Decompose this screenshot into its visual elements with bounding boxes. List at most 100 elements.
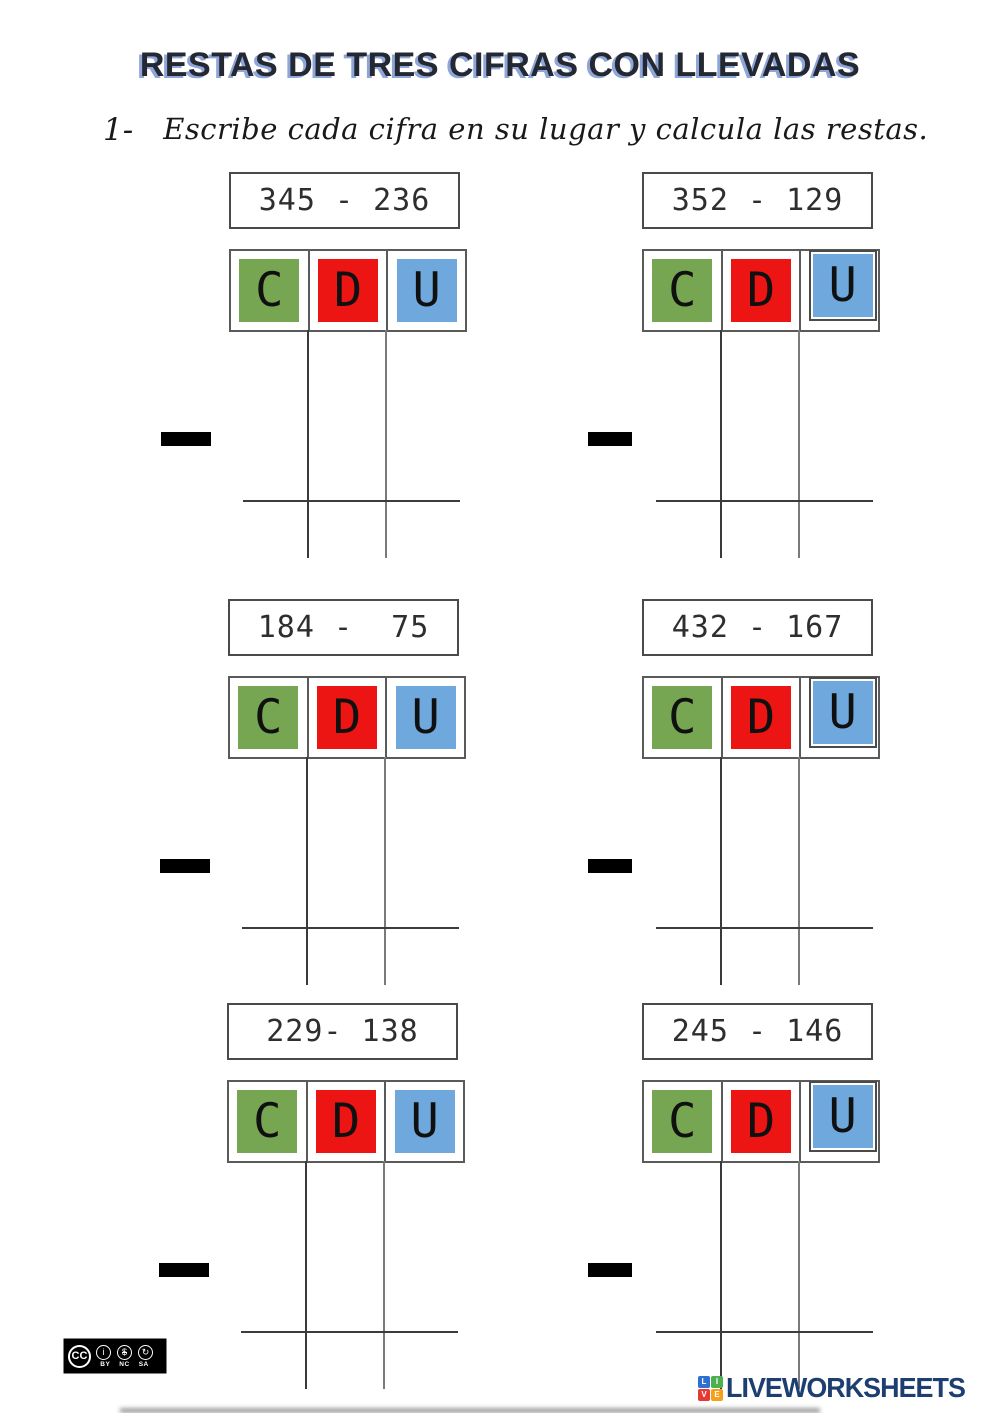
hundreds-label: C (237, 1090, 298, 1153)
problem-block-3: 184 - 75 C D U (160, 599, 468, 994)
logo-square-l: L (698, 1375, 710, 1388)
tens-label: D (731, 259, 791, 322)
column-divider-line (306, 757, 308, 985)
cdu-cell-units: U (801, 1082, 878, 1161)
hundreds-label: C (652, 1090, 713, 1153)
problem-label-box: 352 - 129 (642, 172, 873, 229)
cdu-cell-hundreds: C (644, 251, 723, 330)
units-label: U (395, 686, 456, 749)
result-line (243, 500, 460, 502)
person-icon: i (96, 1344, 111, 1360)
cdu-cell-hundreds: C (231, 251, 310, 330)
cdu-cell-tens: D (723, 678, 802, 757)
cdu-cell-hundreds: C (229, 1082, 308, 1161)
tens-label: D (316, 1090, 376, 1153)
problem-label-box: 432 - 167 (642, 599, 873, 656)
cdu-cell-units: U (801, 678, 878, 757)
hundreds-label: C (239, 259, 300, 322)
column-divider-line (384, 757, 386, 985)
column-divider-line (720, 330, 722, 558)
cdu-header: C D U (227, 1080, 465, 1163)
cdu-header: C D U (642, 676, 880, 759)
units-label: U (812, 254, 873, 317)
column-divider-line (385, 330, 387, 558)
cdu-cell-tens: D (723, 251, 802, 330)
result-line (241, 1331, 458, 1333)
tens-label: D (731, 1090, 791, 1153)
liveworksheets-logo[interactable]: L I V E LIVEWORKSHEETS (698, 1374, 975, 1402)
result-line (242, 927, 459, 929)
cdu-cell-hundreds: C (644, 678, 723, 757)
tens-label: D (317, 686, 377, 749)
problem-expression: 245 - 146 (671, 1014, 844, 1049)
page-bottom-edge (120, 1408, 820, 1413)
no-currency-icon: $ (117, 1344, 132, 1360)
cdu-header: C D U (229, 249, 467, 332)
minus-sign (160, 859, 210, 873)
column-divider-line (720, 1161, 722, 1389)
cc-nc-label: NC (119, 1360, 130, 1368)
share-alike-icon: ↻ (138, 1344, 153, 1360)
problem-label-box: 229- 138 (227, 1003, 458, 1060)
minus-sign (159, 1263, 209, 1277)
problem-label-box: 345 - 236 (229, 172, 460, 229)
cdu-cell-units: U (387, 678, 464, 757)
problem-block-2: 352 - 129 C D U (588, 172, 882, 567)
cdu-cell-units: U (388, 251, 465, 330)
problem-label-box: 184 - 75 (228, 599, 459, 656)
result-line (656, 500, 873, 502)
problem-block-6: 245 - 146 C D U (588, 1003, 882, 1398)
answer-area[interactable] (588, 328, 882, 567)
problem-expression: 352 - 129 (671, 183, 844, 218)
tens-label: D (318, 259, 378, 322)
tens-label: D (731, 686, 791, 749)
liveworksheets-icon: L I V E (698, 1375, 723, 1401)
answer-area[interactable] (160, 755, 468, 994)
exercise-number: 1- (103, 112, 134, 148)
answer-area[interactable] (161, 328, 469, 567)
answer-area[interactable] (588, 755, 882, 994)
cc-sa-label: SA (138, 1360, 149, 1368)
minus-sign (588, 859, 632, 873)
problem-expression: 184 - 75 (257, 610, 430, 645)
cdu-header: C D U (642, 249, 880, 332)
logo-square-e: E (711, 1388, 723, 1401)
logo-square-i: I (711, 1375, 723, 1388)
problem-block-1: 345 - 236 C D U (161, 172, 469, 567)
column-divider-line (720, 757, 722, 985)
cc-by-label: BY (100, 1360, 111, 1368)
column-divider-line (798, 330, 800, 558)
units-label: U (812, 681, 873, 744)
result-line (656, 1331, 873, 1333)
problem-expression: 345 - 236 (258, 183, 431, 218)
cdu-cell-units: U (386, 1082, 463, 1161)
problem-label-box: 245 - 146 (642, 1003, 873, 1060)
cc-license-terms: i $ ↻ BY NC SA (96, 1344, 153, 1368)
problem-expression: 229- 138 (266, 1014, 419, 1049)
answer-area[interactable] (588, 1159, 882, 1398)
hundreds-label: C (652, 259, 713, 322)
cdu-cell-units: U (801, 251, 878, 330)
cdu-cell-tens: D (310, 251, 389, 330)
liveworksheets-wordmark: LIVEWORKSHEETS (726, 1372, 966, 1403)
hundreds-label: C (238, 686, 299, 749)
problem-block-5: 229- 138 C D U (159, 1003, 467, 1398)
minus-sign (588, 1263, 632, 1277)
cdu-cell-tens: D (309, 678, 388, 757)
units-label: U (812, 1085, 873, 1148)
cdu-cell-tens: D (723, 1082, 802, 1161)
column-divider-line (383, 1161, 385, 1389)
problem-block-4: 432 - 167 C D U (588, 599, 882, 994)
logo-square-v: V (698, 1388, 710, 1401)
cdu-cell-hundreds: C (644, 1082, 723, 1161)
instruction-text: Escribe cada cifra en su lugar y calcula… (163, 112, 929, 146)
cdu-cell-hundreds: C (230, 678, 309, 757)
units-label: U (396, 259, 457, 322)
answer-area[interactable] (159, 1159, 467, 1398)
minus-sign (588, 432, 632, 446)
cc-license-badge: CC i $ ↻ BY NC SA (62, 1337, 168, 1375)
column-divider-line (798, 757, 800, 985)
units-label: U (394, 1090, 455, 1153)
cdu-header: C D U (228, 676, 466, 759)
column-divider-line (798, 1161, 800, 1389)
